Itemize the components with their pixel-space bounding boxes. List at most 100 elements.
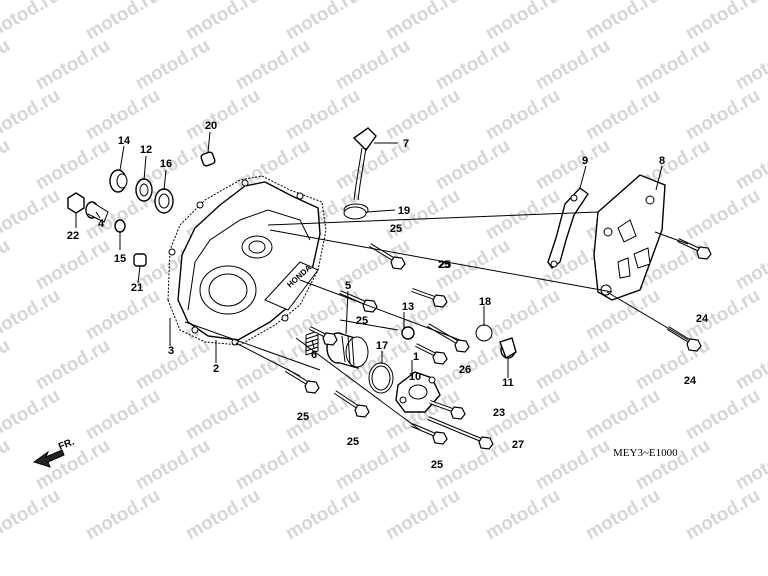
sprocket-cover [593,174,666,301]
bolt-head [432,351,448,365]
watermark-text: motod.ru [182,0,264,44]
drain-plug-11 [499,337,517,360]
watermark-text: motod.ru [82,485,164,544]
callout-number: 25 [431,459,443,471]
callout-number: 6 [311,349,317,361]
bolt-shank-fill [427,417,487,443]
watermark-text: motod.ru [582,485,664,544]
washer-13 [401,326,415,340]
watermark-text: motod.ru [332,35,414,94]
watermark-text: motod.ru [0,0,64,44]
watermark-text: motod.ru [32,235,114,294]
leader-lines [75,131,689,431]
watermark-text: motod.ru [432,135,514,194]
bolt-head [432,294,448,308]
bolt-4 [85,201,109,223]
callout-number: 3 [168,345,174,357]
callout-number: 16 [160,158,172,170]
washer-18 [475,324,493,342]
bolt-head [354,404,370,418]
callout-number: 15 [114,253,126,265]
watermark-text: motod.ru [732,35,768,94]
watermark-text: motod.ru [382,185,464,244]
callout-number: 27 [512,439,524,451]
callout-number: 26 [459,364,471,376]
watermark-text: motod.ru [282,0,364,44]
watermark-text: motod.ru [632,335,714,394]
crankcase-cover: HONDA [167,175,327,346]
callout-number: 9 [582,155,588,167]
bolt-head [390,256,406,270]
watermark-text: motod.ru [432,435,514,494]
watermark-text: motod.ru [732,135,768,194]
watermark-text: motod.ru [0,335,14,394]
watermark-text: motod.ru [132,35,214,94]
watermark-text: motod.ru [532,135,614,194]
bearing-16 [154,188,174,214]
watermark-text: motod.ru [532,35,614,94]
watermark-text: motod.ru [0,235,14,294]
watermark-text: motod.ru [132,335,214,394]
watermark-text: motod.ru [532,335,614,394]
callout-number: 5 [345,280,351,292]
bolt-head [432,431,448,445]
callout-number: 25 [356,315,368,327]
callout-number: 12 [140,144,152,156]
watermark-text: motod.ru [182,485,264,544]
watermark-text: motod.ru [482,0,564,44]
callout-number: 18 [479,296,491,308]
watermark-text: motod.ru [682,285,764,344]
watermark-text: motod.ru [132,435,214,494]
watermark-text: motod.ru [682,385,764,444]
callout-number: 8 [659,155,665,167]
watermark-text: motod.ru [382,0,464,44]
watermark-text: motod.ru [482,285,564,344]
callout-number: 25 [347,436,359,448]
watermark-text: motod.ru [232,35,314,94]
callout-number: 7 [403,138,409,150]
watermark-text: motod.ru [332,135,414,194]
nut-22 [67,192,85,214]
watermark-text: motod.ru [382,85,464,144]
watermark-text: motod.ru [232,435,314,494]
callout-number: 11 [502,377,514,389]
watermark-text: motod.ru [232,335,314,394]
bolt-head [478,436,494,450]
watermark-text: motod.ru [732,335,768,394]
callout-number: 4 [98,218,105,230]
callout-number: 24 [684,375,697,387]
watermark-text: motod.ru [582,85,664,144]
bearing-12 [135,178,153,202]
dowel-pin-20 [200,151,216,167]
watermark-text: motod.ru [682,0,764,44]
callout-number: 25 [438,259,450,271]
callout-number: 2 [213,363,219,375]
callout-number: 20 [205,120,217,132]
watermark-text: motod.ru [82,385,164,444]
watermark-text: motod.ru [0,185,64,244]
dowel-pin-21 [133,253,147,267]
watermark-text: motod.ru [0,485,64,544]
watermark-text: motod.ru [82,0,164,44]
watermark-text: motod.ru [532,435,614,494]
diagram-code: MEY3~E1000 [613,447,678,459]
watermark-text: motod.ru [82,285,164,344]
washer-19 [343,206,367,220]
watermark-text: motod.ru [182,385,264,444]
callout-number: 25 [439,259,451,271]
callout-number: 10 [409,371,421,383]
bolt-head [304,380,320,394]
oil-seal-14 [109,169,128,193]
bolt-head [696,246,712,260]
bolt-head [450,406,466,420]
watermark-text: motod.ru [682,485,764,544]
bolt-head [322,332,338,346]
watermark-text: motod.ru [0,385,64,444]
callout-number: 24 [696,313,709,325]
callout-number: 21 [131,282,143,294]
watermark-text: motod.ru [332,435,414,494]
